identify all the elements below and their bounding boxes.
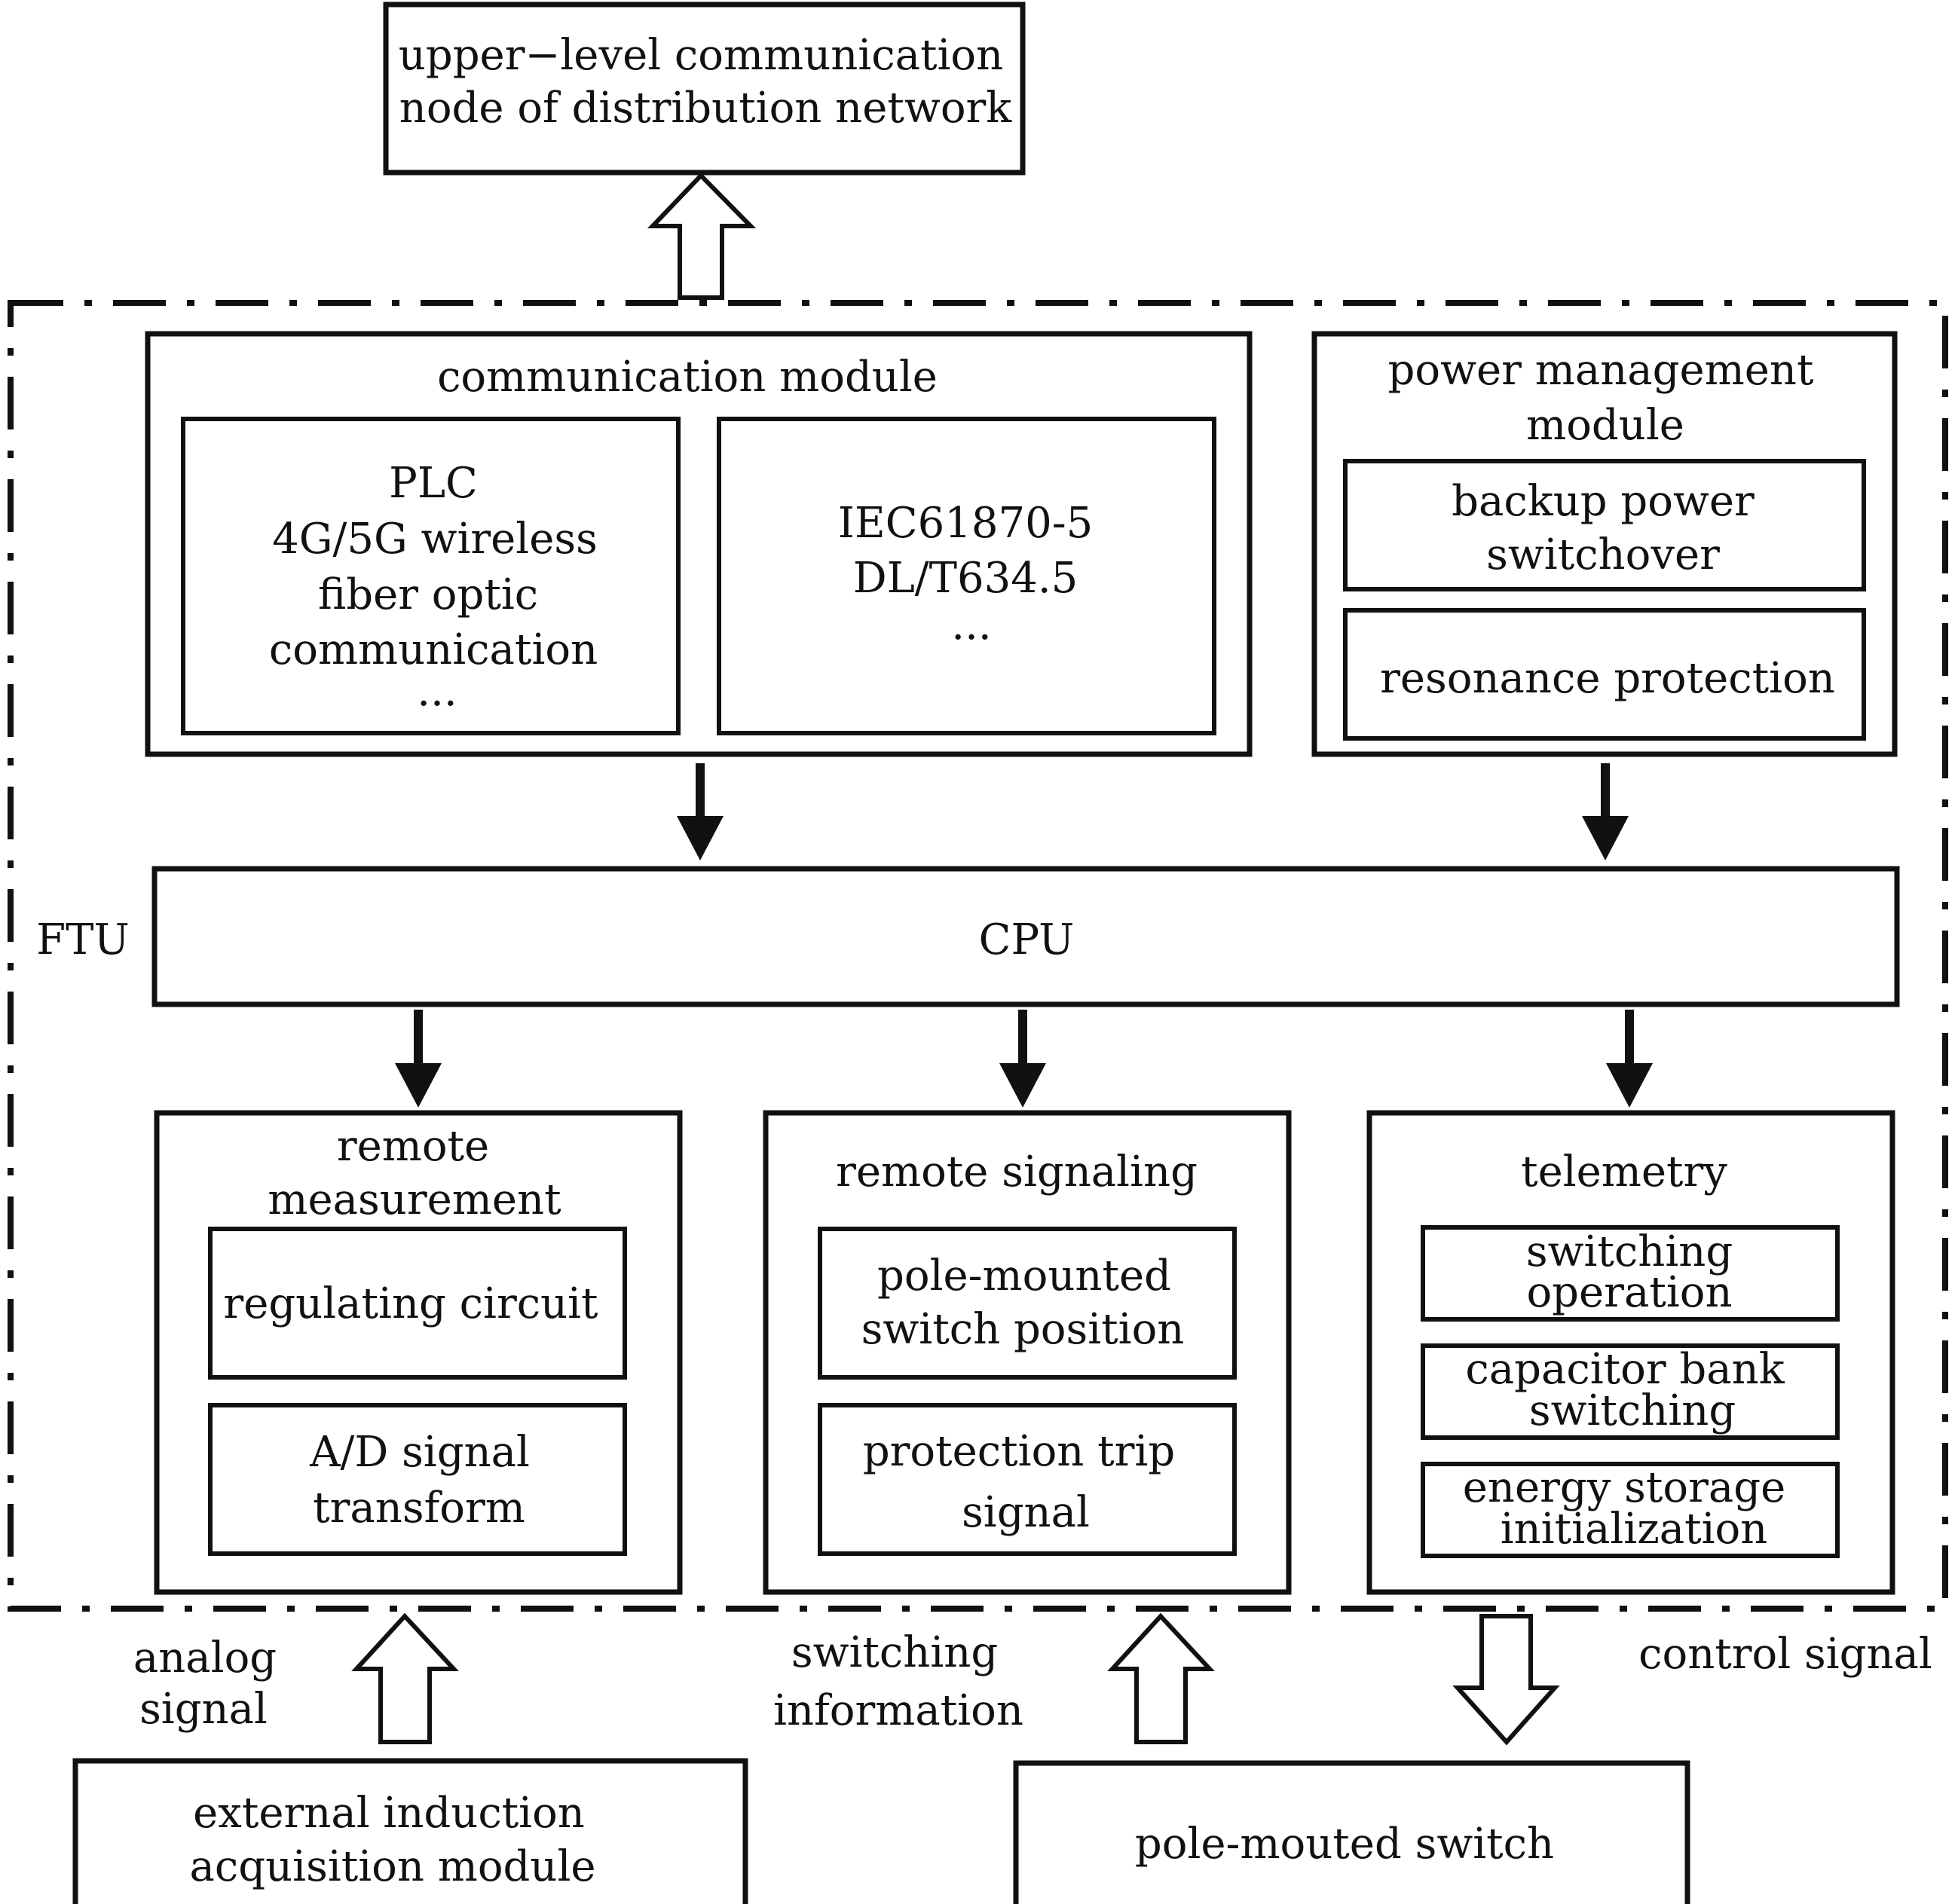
protocol-ellipsis: ...	[951, 601, 991, 649]
energy-storage-initialization-box	[1421, 1462, 1840, 1558]
regulating-circuit-box	[208, 1227, 627, 1380]
protocol-iec61870-5: IEC61870-5	[838, 499, 1094, 548]
cpu-label: CPU	[979, 915, 1075, 964]
pole-mounted-switch-box	[1013, 1760, 1690, 1904]
arrow-power-to-cpu-head	[1582, 816, 1629, 860]
switching-information-line-1: switching	[791, 1628, 998, 1677]
ftu-boundary	[8, 300, 1948, 1612]
power-management-title-line-2: module	[1526, 401, 1684, 450]
upper-level-node-line-1: upper−level communication	[399, 31, 1003, 80]
ad-signal-transform-box	[208, 1403, 627, 1556]
ad-signal-line-1: A/D signal	[309, 1428, 530, 1477]
ftu-label: FTU	[36, 915, 129, 964]
remote-signaling-title: remote signaling	[836, 1148, 1198, 1196]
switching-operation-box	[1421, 1225, 1840, 1322]
pole-mounted-switch-label: pole-mouted switch	[1135, 1820, 1554, 1869]
protection-trip-line-2: signal	[962, 1488, 1090, 1537]
capacitor-bank-line-1: capacitor bank	[1465, 1345, 1785, 1394]
backup-power-line-2: switchover	[1486, 530, 1720, 579]
remote-measurement-title-line-2: measurement	[268, 1175, 561, 1224]
telemetry-title: telemetry	[1521, 1148, 1727, 1196]
capacitor-bank-line-2: switching	[1529, 1386, 1736, 1435]
energy-storage-line-1: energy storage	[1463, 1463, 1786, 1512]
external-induction-module-box	[72, 1758, 748, 1904]
pole-mounted-switch-position-box	[818, 1227, 1237, 1380]
hollow-arrow-down-control	[1452, 1614, 1560, 1746]
arrow-cpu-to-measurement-head	[395, 1063, 442, 1108]
hollow-arrow-up-switching-info	[1107, 1612, 1215, 1744]
media-fiber-optic: fiber optic	[318, 570, 538, 619]
arrow-cpu-to-telemetry-head	[1606, 1063, 1653, 1108]
arrow-cpu-to-signaling-head	[999, 1063, 1046, 1108]
protection-trip-signal-box	[818, 1403, 1237, 1556]
hollow-arrow-up-analog	[351, 1612, 459, 1744]
communication-media-box	[181, 417, 681, 735]
switch-position-line-2: switch position	[861, 1305, 1185, 1354]
control-signal-label: control signal	[1638, 1630, 1932, 1679]
resonance-protection-box	[1343, 608, 1866, 741]
external-induction-line-2: acquisition module	[190, 1842, 596, 1891]
upper-level-node-line-2: node of distribution network	[399, 84, 1013, 133]
hollow-arrow-up-to-upper-node	[647, 172, 757, 300]
protection-trip-line-1: protection trip	[863, 1427, 1175, 1476]
capacitor-bank-switching-box	[1421, 1343, 1840, 1440]
media-ellipsis: ...	[417, 667, 457, 716]
remote-measurement-title-line-1: remote	[337, 1122, 489, 1171]
communication-protocols-box	[717, 417, 1216, 735]
regulating-circuit-label: regulating circuit	[223, 1279, 598, 1328]
switching-information-line-2: information	[773, 1686, 1023, 1735]
backup-power-switchover-box	[1343, 459, 1866, 591]
arrow-comm-to-cpu-head	[677, 816, 724, 860]
resonance-protection-label: resonance protection	[1380, 654, 1835, 703]
media-plc: PLC	[389, 459, 478, 508]
analog-signal-line-2: signal	[139, 1685, 268, 1734]
ad-signal-line-2: transform	[313, 1484, 525, 1533]
switching-operation-line-1: switching	[1526, 1227, 1733, 1276]
energy-storage-line-2: initialization	[1501, 1505, 1768, 1554]
protocol-dl-t634-5: DL/T634.5	[853, 554, 1078, 603]
media-4g5g-wireless: 4G/5G wireless	[272, 515, 598, 564]
external-induction-line-1: external induction	[193, 1789, 585, 1838]
analog-signal-line-1: analog	[133, 1634, 277, 1682]
communication-module-title: communication module	[437, 353, 938, 402]
media-communication: communication	[269, 625, 598, 674]
power-management-title-line-1: power management	[1388, 346, 1814, 395]
backup-power-line-1: backup power	[1452, 477, 1755, 526]
switching-operation-line-2: operation	[1526, 1268, 1732, 1317]
cpu-box	[151, 866, 1900, 1007]
switch-position-line-1: pole-mounted	[877, 1252, 1171, 1300]
upper-level-node-box	[383, 2, 1026, 176]
